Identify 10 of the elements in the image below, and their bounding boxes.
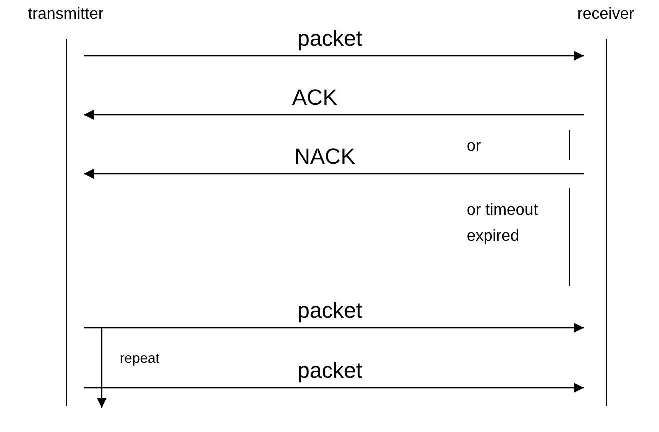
arrow bbox=[84, 383, 584, 393]
note-text: or timeout expired bbox=[467, 201, 540, 247]
participant-label: transmitter bbox=[27, 6, 105, 24]
note-text: repeat bbox=[120, 349, 160, 368]
arrow bbox=[84, 169, 584, 179]
arrow bbox=[84, 110, 584, 120]
arrow bbox=[84, 323, 584, 333]
note-text: or bbox=[467, 137, 482, 157]
arrow bbox=[84, 51, 584, 61]
participant-label: receiver bbox=[576, 6, 636, 24]
